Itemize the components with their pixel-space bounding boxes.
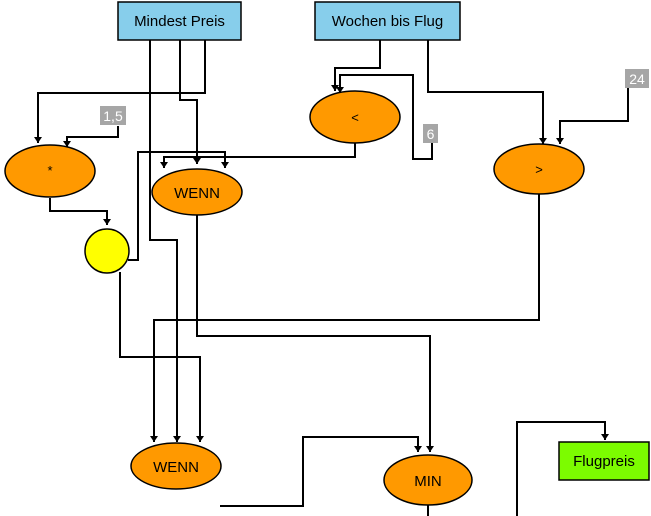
output-flugpreis-label: Flugpreis	[573, 453, 635, 470]
operator-wenn-bottom-label: WENN	[153, 459, 199, 476]
wires	[34, 40, 629, 516]
operator-greater-than: >	[493, 143, 585, 195]
wire-24-to-greater	[556, 88, 629, 144]
wire-junction-to-wenn-top	[128, 151, 229, 261]
wire-multiply-to-junction	[49, 198, 111, 225]
wire-mindest-to-wenn-bottom	[149, 40, 181, 442]
input-wochen-bis-flug: Wochen bis Flug	[314, 1, 461, 41]
wire-wenn-top-to-min	[196, 215, 434, 452]
wire-to-flugpreis	[516, 421, 609, 516]
constant-twentyfour-value: 24	[629, 71, 645, 87]
wire-wenn-bottom-to-min	[220, 436, 422, 507]
wire-junction-to-wenn-bottom	[119, 272, 204, 442]
junction-node	[84, 228, 130, 274]
output-flugpreis: Flugpreis	[558, 441, 650, 481]
constant-six: 6	[423, 124, 438, 143]
wire-wochen-to-greater	[427, 40, 547, 144]
operator-wenn-top: WENN	[151, 168, 243, 216]
wire-wochen-to-less	[331, 40, 381, 91]
operator-min: MIN	[383, 454, 473, 506]
wire-factor-to-multiply	[63, 126, 119, 147]
constant-factor-value: 1,5	[103, 108, 123, 124]
operator-wenn-top-label: WENN	[174, 185, 220, 202]
input-wochen-bis-flug-label: Wochen bis Flug	[332, 13, 443, 30]
wire-greater-to-wenn-bottom	[150, 193, 540, 442]
operator-less-than: <	[309, 90, 401, 144]
operator-greater-than-label: >	[535, 162, 543, 177]
constant-factor: 1,5	[100, 106, 126, 125]
operator-wenn-bottom: WENN	[130, 442, 222, 490]
operator-multiply: *	[4, 144, 96, 198]
constant-twentyfour: 24	[625, 69, 649, 88]
wire-less-to-wenn-top	[160, 143, 356, 168]
operator-min-label: MIN	[414, 473, 442, 490]
input-mindest-preis: Mindest Preis	[117, 1, 242, 41]
operator-less-than-label: <	[351, 110, 359, 125]
wire-mindest-to-wenn-top	[179, 40, 201, 164]
wire-mindest-to-multiply	[34, 40, 206, 143]
operator-multiply-label: *	[47, 163, 52, 178]
wire-six-to-less	[336, 74, 433, 160]
input-mindest-preis-label: Mindest Preis	[134, 13, 225, 30]
constant-six-value: 6	[427, 126, 435, 142]
